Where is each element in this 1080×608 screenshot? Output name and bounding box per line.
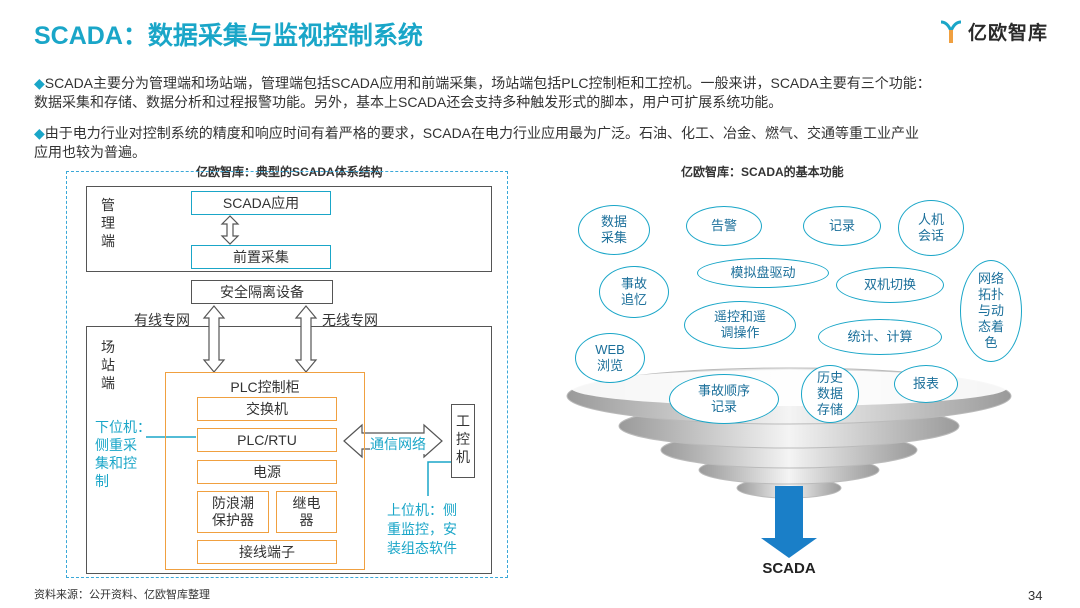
function-alarm: 告警 [686,206,762,246]
function-accident-recall: 事故 追忆 [599,266,669,318]
function-web-browse: WEB 浏览 [575,333,645,383]
plc-rtu-box: PLC/RTU [197,428,337,452]
function-history-storage: 历史 数据 存储 [801,365,859,423]
source-note: 资料来源：公开资料、亿欧智库整理 [34,589,210,601]
double-arrow-icon [202,305,226,373]
scada-app-box: SCADA应用 [191,191,331,215]
page-title: SCADA：数据采集与监视控制系统 [34,22,423,50]
function-network-topology: 网络 拓扑 与动 态着 色 [960,260,1022,362]
bullet-2-line1: 由于电力行业对控制系统的精度和响应时间有着严格的要求，SCADA在电力行业应用最… [44,125,920,141]
function-record: 记录 [803,206,881,246]
relay-box: 继电 器 [276,491,337,533]
funnel-label: SCADA [762,560,816,577]
bullet-marker: ◆ [34,75,45,91]
architecture-frame [66,171,508,578]
function-dual-switch: 双机切换 [836,267,944,303]
left-diagram-subtitle: 亿欧智库：典型的SCADA体系结构 [196,165,383,179]
bullet-marker: ◆ [34,125,45,141]
logo-text: 亿欧智库 [968,23,1049,44]
lower-machine-note: 下位机：侧重采集和控制 [95,419,151,489]
bullet-1-line2: 数据采集和存储、数据分析和过程报警功能。另外，基本上SCADA还会支持多种触发形… [34,94,783,110]
bullet-2: ◆由于电力行业对控制系统的精度和响应时间有着严格的要求，SCADA在电力行业应用… [34,124,1044,162]
function-report: 报表 [894,365,958,403]
comm-network-label: 通信网络 [370,434,426,454]
front-collect-box: 前置采集 [191,245,331,269]
function-hmi: 人机 会话 [898,200,964,256]
function-statistics: 统计、计算 [818,319,942,355]
wireless-network-label: 无线专网 [322,312,378,328]
arrow-down-icon [761,538,817,558]
management-end-box [86,186,492,272]
plc-cabinet-label: PLC控制柜 [230,379,300,395]
brand-logo: 亿欧智库 [938,18,1048,45]
ipc-label: 工控机 [456,413,470,465]
function-remote-control: 遥控和遥 调操作 [684,301,796,349]
plc-cabinet [165,372,365,570]
function-simulation-panel: 模拟盘驱动 [697,258,829,288]
bullet-2-line2: 应用也较为普遍。 [34,144,146,160]
power-box: 电源 [197,460,337,484]
double-arrow-icon [294,305,318,373]
station-end-label: 场站端 [101,339,115,391]
wired-network-label: 有线专网 [134,312,190,328]
isolation-device-box: 安全隔离设备 [191,280,333,304]
bullet-1-line1: SCADA主要分为管理端和场站端，管理端包括SCADA应用和前端采集，场站端包括… [44,75,931,91]
surge-protector-box: 防浪潮 保护器 [197,491,269,533]
page-number: 34 [1028,588,1043,603]
station-end-box [86,326,492,574]
ipc-box [451,404,475,478]
right-diagram-subtitle: 亿欧智库：SCADA的基本功能 [681,165,844,179]
bullet-1: ◆SCADA主要分为管理端和场站端，管理端包括SCADA应用和前端采集，场站端包… [34,74,1044,112]
management-end-label: 管理端 [101,197,115,249]
terminal-block-box: 接线端子 [197,540,337,564]
logo-mark-icon [940,20,962,43]
switch-box: 交换机 [197,397,337,421]
double-arrow-icon [220,215,240,245]
function-data-collection: 数据 采集 [578,205,650,255]
function-event-sequence: 事故顺序 记录 [669,374,779,424]
upper-machine-note: 上位机：侧重监控，安装组态软件 [387,502,457,556]
